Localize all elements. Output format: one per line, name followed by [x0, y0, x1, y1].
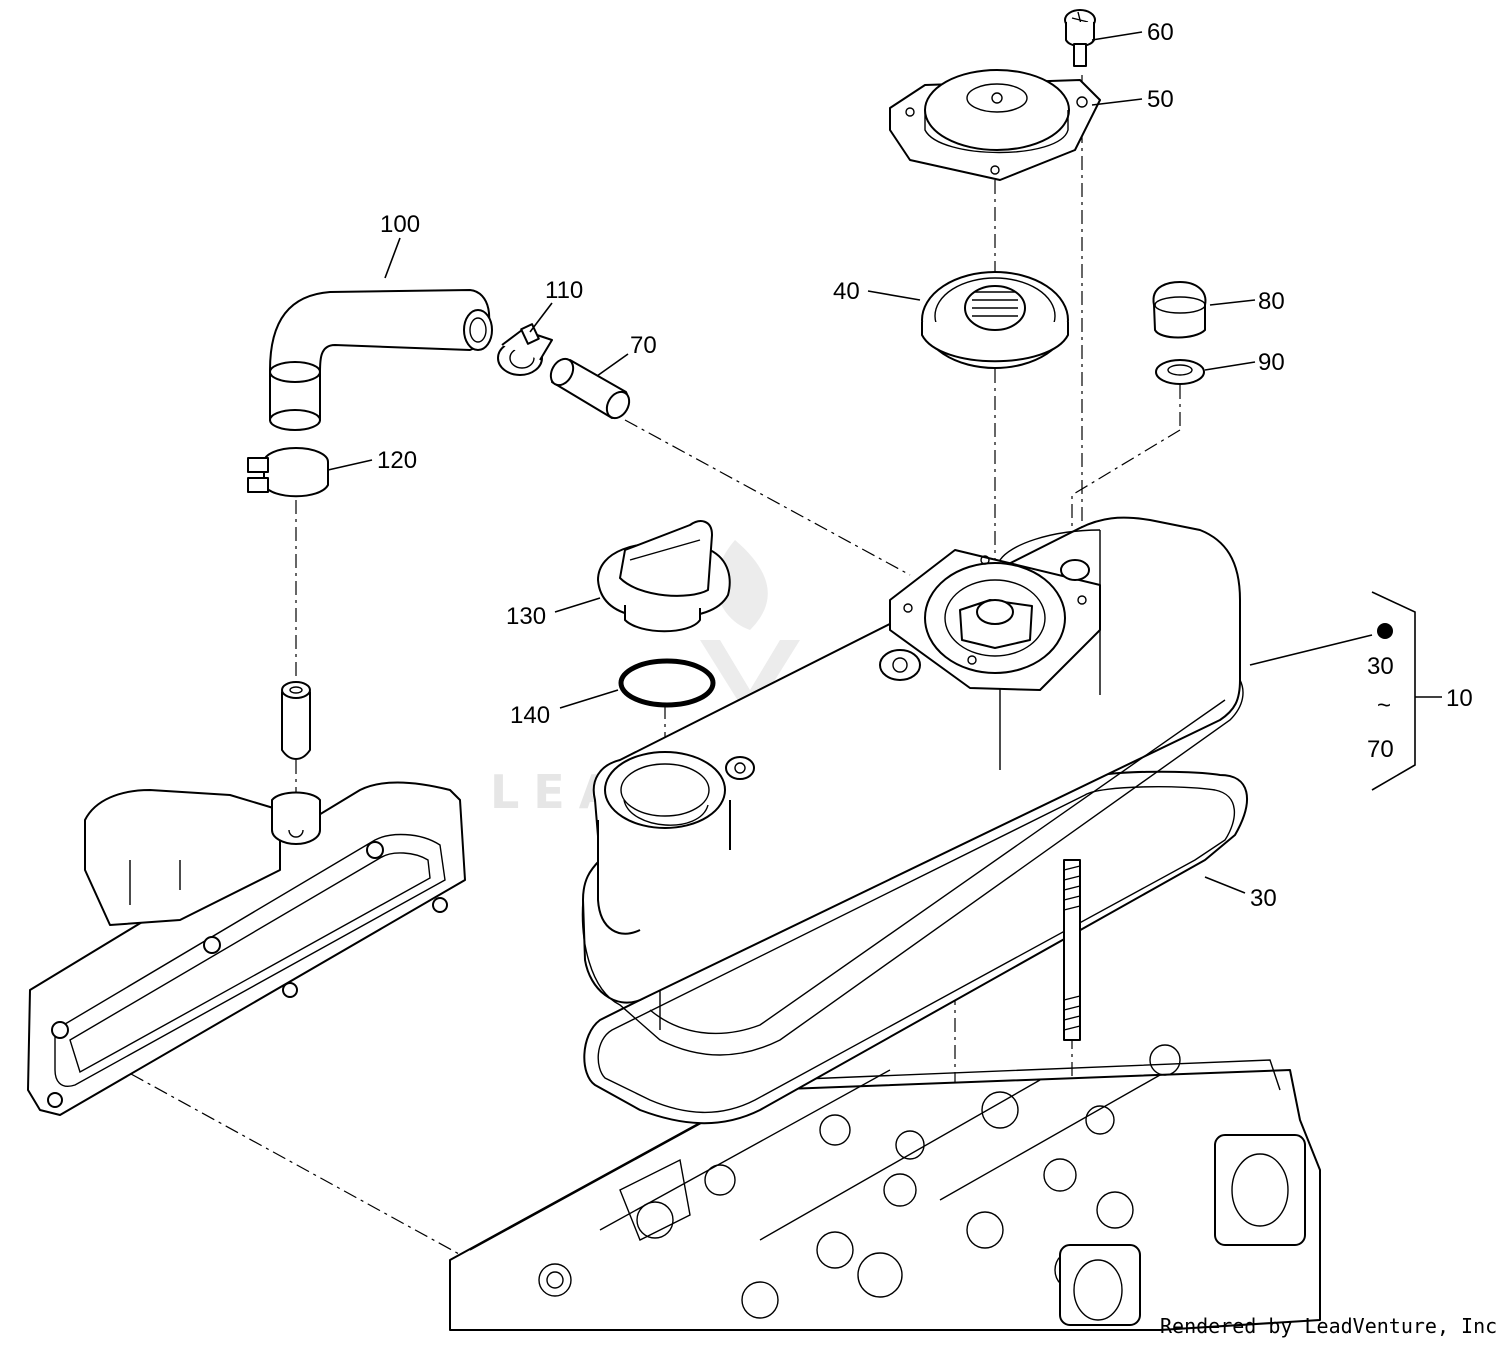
- range-from: 30: [1367, 653, 1394, 680]
- breather-separator: [921, 271, 1069, 369]
- stud-bolt: [1063, 859, 1081, 1041]
- callouts: 60 50 100 110 70 40 80 90 120 130 140 30: [377, 19, 1285, 912]
- assembly-bracket: 30 ~ 70 10: [1367, 591, 1473, 791]
- callout-90: 90: [1258, 349, 1285, 376]
- breather-hose: [269, 289, 493, 431]
- valve-cover: [581, 516, 1244, 1056]
- cap-nut: [1152, 281, 1207, 339]
- callout-80: 80: [1258, 288, 1285, 315]
- render-credit: Rendered by LeadVenture, Inc.: [1160, 1314, 1500, 1338]
- assembly-guide-lines: [59, 75, 1181, 1261]
- oil-filler-cap: [597, 520, 731, 633]
- range-to: 70: [1367, 736, 1394, 763]
- breather-pipe: [549, 357, 631, 420]
- intake-manifold: [27, 781, 466, 1116]
- range-tilde: ~: [1377, 692, 1391, 719]
- callout-70: 70: [630, 332, 657, 359]
- cylinder-head: [449, 1044, 1321, 1331]
- callout-50: 50: [1147, 86, 1174, 113]
- callout-60: 60: [1147, 19, 1174, 46]
- callout-120: 120: [377, 447, 417, 474]
- hose-clamp-110: [497, 323, 553, 376]
- callout-100: 100: [380, 211, 420, 238]
- callout-30: 30: [1250, 885, 1277, 912]
- hose-clamp-120: [247, 447, 329, 498]
- pipe-lower: [281, 681, 311, 760]
- leader-lines: [327, 31, 1373, 894]
- callout-110: 110: [545, 277, 583, 304]
- o-ring: [618, 658, 716, 708]
- screw: [1064, 9, 1096, 67]
- callout-10: 10: [1446, 685, 1473, 712]
- valve-cover-gasket: [583, 770, 1248, 1125]
- cylinder-head-ports: [538, 1044, 1181, 1319]
- breather-cover: [889, 69, 1101, 181]
- callout-130: 130: [506, 603, 546, 630]
- callout-40: 40: [833, 278, 860, 305]
- washer: [1155, 359, 1205, 385]
- assembly-dot: [1377, 623, 1393, 639]
- callout-140: 140: [510, 702, 550, 729]
